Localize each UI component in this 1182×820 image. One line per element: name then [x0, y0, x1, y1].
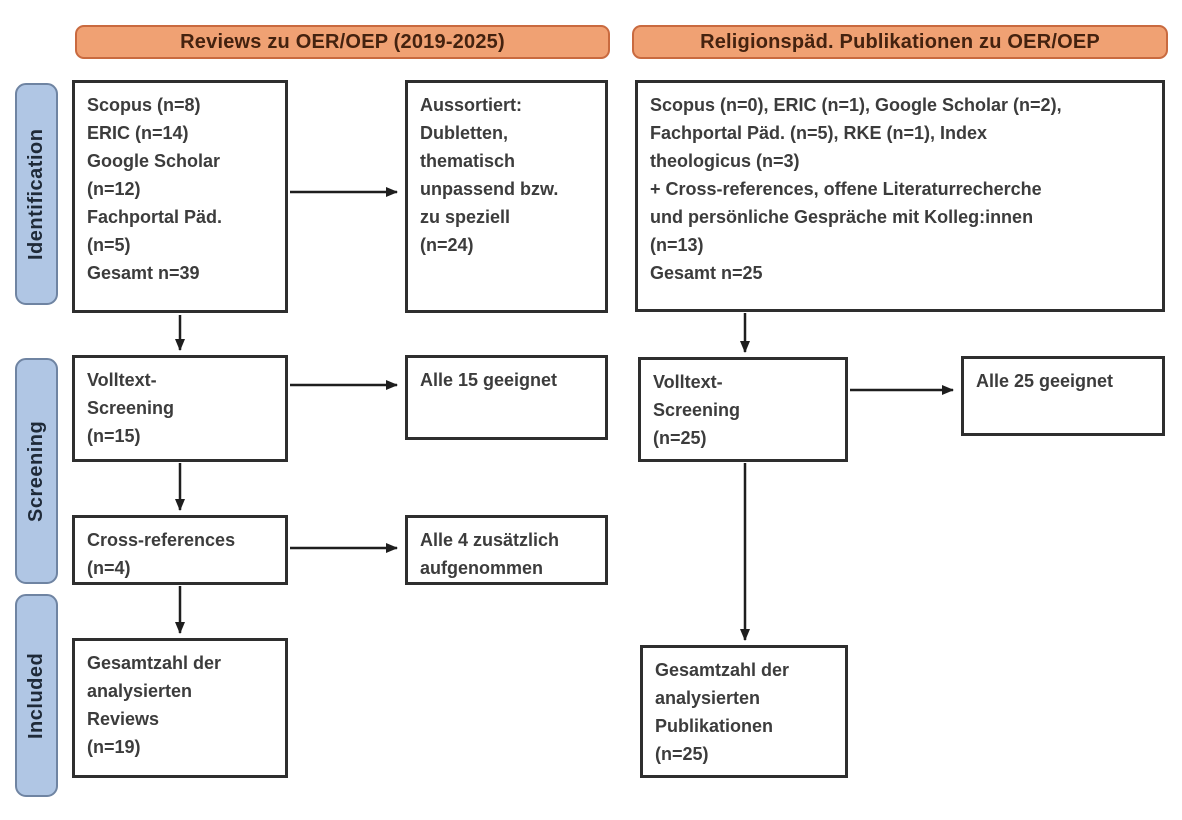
box-left-excluded: Aussortiert: Dubletten, thematisch unpas… [405, 80, 608, 313]
box-right-total: Gesamtzahl der analysierten Publikatione… [640, 645, 848, 778]
box-right-fulltext-screening: Volltext- Screening (n=25) [638, 357, 848, 462]
box-left-cross-references-result: Alle 4 zusätzlich aufgenommen [405, 515, 608, 585]
box-left-fulltext-result: Alle 15 geeignet [405, 355, 608, 440]
box-right-sources: Scopus (n=0), ERIC (n=1), Google Scholar… [635, 80, 1165, 312]
header-right-column: Religionspäd. Publikationen zu OER/OEP [632, 25, 1168, 59]
header-left-column: Reviews zu OER/OEP (2019-2025) [75, 25, 610, 59]
box-left-fulltext-screening: Volltext- Screening (n=15) [72, 355, 288, 462]
stage-label-included: Included [15, 594, 58, 797]
box-left-sources: Scopus (n=8) ERIC (n=14) Google Scholar … [72, 80, 288, 313]
box-left-total: Gesamtzahl der analysierten Reviews (n=1… [72, 638, 288, 778]
stage-label-screening: Screening [15, 358, 58, 584]
box-left-cross-references: Cross-references (n=4) [72, 515, 288, 585]
box-right-fulltext-result: Alle 25 geeignet [961, 356, 1165, 436]
stage-label-identification: Identification [15, 83, 58, 305]
